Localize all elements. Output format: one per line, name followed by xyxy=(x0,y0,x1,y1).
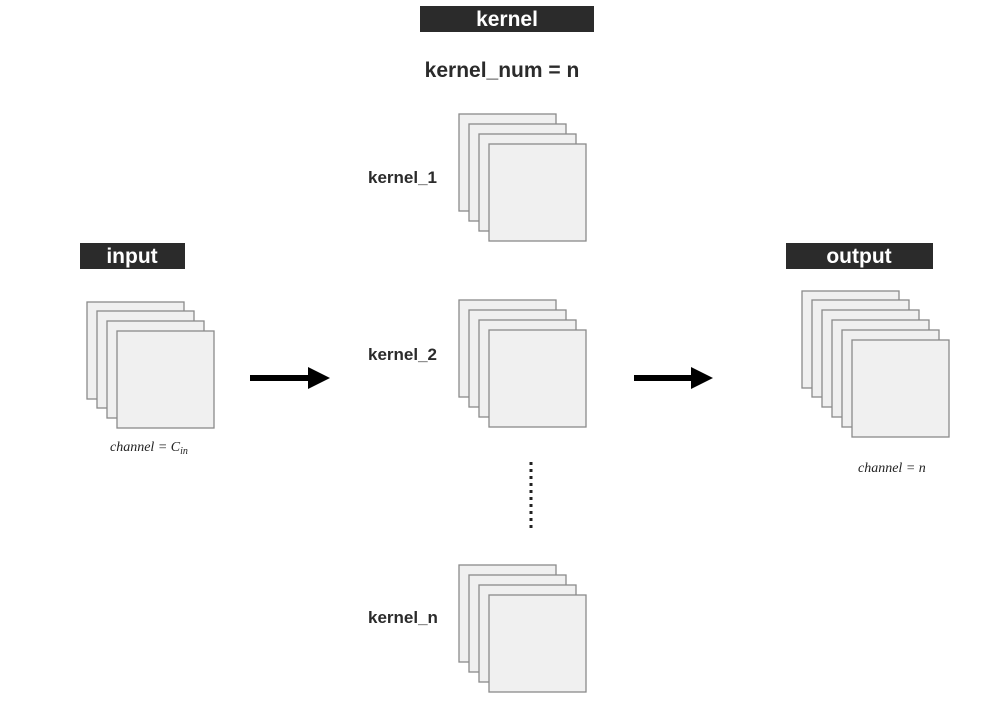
kernel-header: kernel xyxy=(420,6,594,32)
kernel-1-stack xyxy=(458,113,587,242)
kernel-item-label: kernel_2 xyxy=(368,345,437,364)
input-sheet xyxy=(116,330,215,429)
input-header: input xyxy=(80,243,185,269)
input-channel-subscript: in xyxy=(180,446,188,457)
input-stack xyxy=(86,301,215,429)
output-channel-caption: channel = n xyxy=(858,461,926,476)
right-arrow-icon xyxy=(634,367,713,389)
kernel-n-stack xyxy=(458,564,587,693)
input-header-text: input xyxy=(106,245,157,268)
kernel-sheet xyxy=(488,594,587,693)
output-header: output xyxy=(786,243,933,269)
kernel-header-text: kernel xyxy=(476,8,538,31)
kernel-2-stack xyxy=(458,299,587,428)
input-channel-caption: channel = Cin xyxy=(110,440,188,457)
kernel-item-label: kernel_1 xyxy=(368,168,437,187)
right-arrow-icon xyxy=(250,367,330,389)
output-header-text: output xyxy=(826,245,891,268)
output-stack xyxy=(801,290,950,438)
kernel-item-label: kernel_n xyxy=(368,608,438,627)
input-header-bar xyxy=(80,243,185,269)
kernel-sheet xyxy=(488,143,587,242)
kernel-header-bar xyxy=(420,6,594,32)
kernel-sheet xyxy=(488,329,587,428)
kernel-count-label: kernel_num = n xyxy=(425,59,580,82)
output-sheet xyxy=(851,339,950,438)
output-header-bar xyxy=(786,243,933,269)
